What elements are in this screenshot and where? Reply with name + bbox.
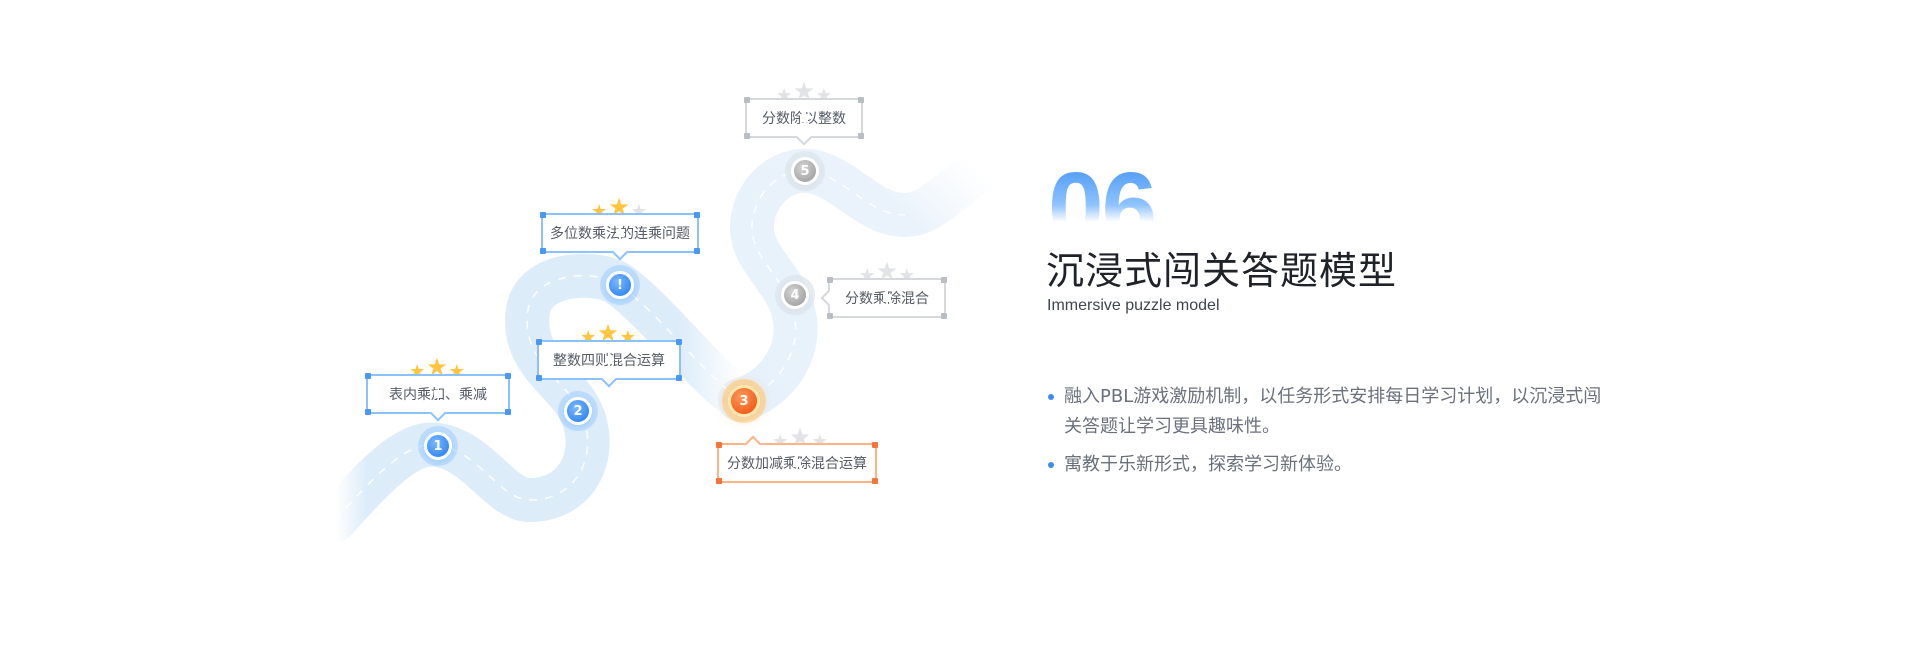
level-bonus-label: 多位数乘法的连乘问题 — [550, 226, 690, 242]
level-5-card[interactable]: 分数除以整数 — [744, 97, 864, 146]
star-icon: ★ — [876, 258, 898, 285]
bullet-item: 寓教于乐新形式，探索学习新体验。 — [1046, 450, 1606, 480]
section-title: 沉浸式闯关答题模型 — [1046, 249, 1398, 293]
star-icon: ★ — [597, 320, 619, 347]
feature-bullet-list: 融入PBL游戏激励机制，以任务形式安排每日学习计划，以沉浸式闯关答题让学习更具趣… — [1046, 382, 1606, 488]
level-2-node[interactable]: 2 — [564, 397, 592, 425]
level-4-node[interactable]: 4 — [781, 281, 809, 309]
level-4-label: 分数乘除混合 — [845, 291, 929, 307]
level-1-card[interactable]: 表内乘加、乘减 — [365, 373, 511, 422]
section-number: 06 — [1048, 158, 1156, 236]
level-3-card[interactable]: 分数加减乘除混合运算 — [716, 435, 878, 484]
section-subtitle: Immersive puzzle model — [1047, 297, 1220, 314]
level-2-label: 整数四则混合运算 — [553, 353, 665, 369]
level-1-node[interactable]: 1 — [424, 432, 452, 460]
level-4-card[interactable]: 分数乘除混合 — [820, 277, 947, 319]
level-5-node[interactable]: 5 — [791, 157, 819, 185]
level-5-label: 分数除以整数 — [762, 111, 846, 127]
level-3-label: 分数加减乘除混合运算 — [727, 456, 867, 472]
level-bonus-card[interactable]: 多位数乘法的连乘问题 — [540, 212, 700, 261]
level-2-card[interactable]: 整数四则混合运算 — [536, 339, 682, 388]
level-bonus-node[interactable]: ! — [606, 271, 634, 299]
level-3-node[interactable]: 3 — [728, 385, 760, 417]
road-centerline-upper — [739, 170, 906, 401]
star-icon: ★ — [793, 78, 815, 105]
bullet-dot-icon — [1048, 394, 1054, 400]
level-1-label: 表内乘加、乘减 — [389, 387, 487, 403]
bullet-dot-icon — [1048, 462, 1054, 468]
bullet-item: 融入PBL游戏激励机制，以任务形式安排每日学习计划，以沉浸式闯关答题让学习更具趣… — [1046, 382, 1606, 442]
star-icon: ★ — [426, 354, 448, 381]
